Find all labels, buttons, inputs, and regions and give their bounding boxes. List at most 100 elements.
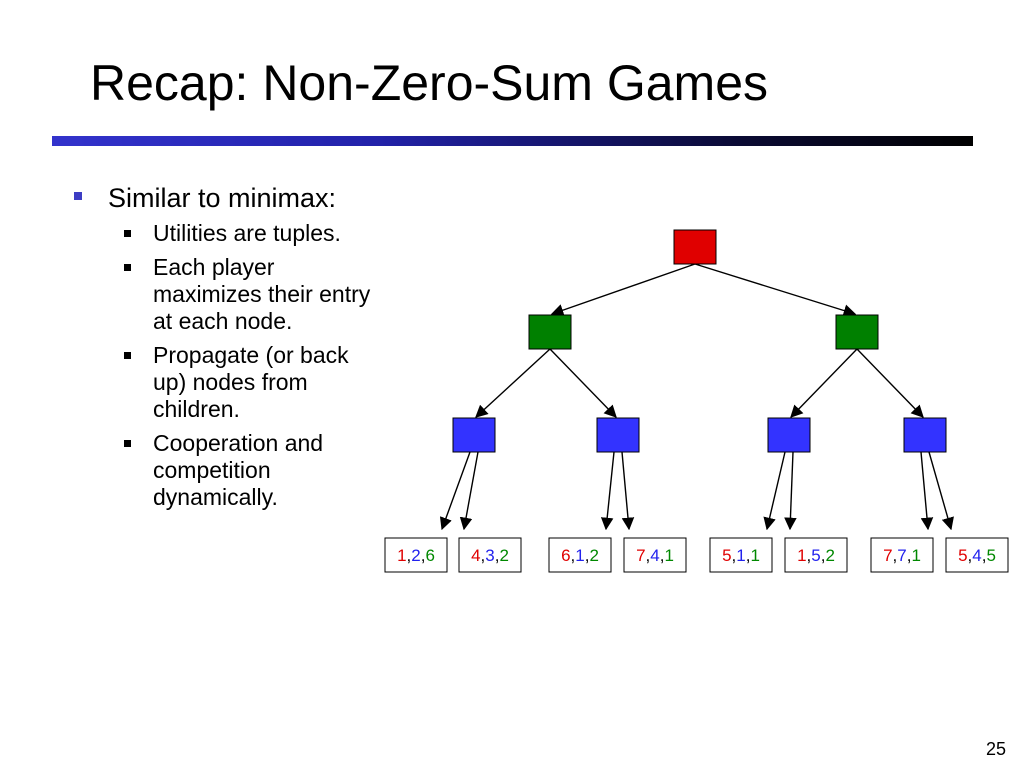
tuple-separator: , xyxy=(495,546,500,565)
tree-edge xyxy=(784,451,797,531)
tuple-separator: , xyxy=(646,546,651,565)
level1-node xyxy=(528,314,572,350)
leaf-node xyxy=(784,537,848,573)
player1-utility: 6 xyxy=(561,546,570,565)
tuple-separator: , xyxy=(481,546,486,565)
tree-edge xyxy=(790,348,858,418)
tree-edge xyxy=(550,263,696,317)
square-bullet-icon xyxy=(124,440,131,447)
square-bullet-icon xyxy=(74,192,82,200)
leaf-node xyxy=(458,537,522,573)
player2-utility: 4 xyxy=(650,546,659,565)
leaf-utility-tuple: 6,1,2 xyxy=(561,546,599,565)
sub-bullet-item: Cooperation and competition dynamically. xyxy=(124,430,382,511)
sub-bullet-item: Propagate (or back up) nodes from childr… xyxy=(124,342,382,423)
leaf-node xyxy=(548,537,612,573)
square-bullet-icon xyxy=(124,264,131,271)
sub-bullet-text: Utilities are tuples. xyxy=(153,220,341,246)
tuple-separator: , xyxy=(421,546,426,565)
slide-number: 25 xyxy=(985,739,1006,759)
leaf-utility-tuple: 1,2,6 xyxy=(397,546,435,565)
tree-edge xyxy=(856,348,924,418)
tuple-separator: , xyxy=(893,546,898,565)
root-node xyxy=(673,229,717,265)
tuple-separator: , xyxy=(746,546,751,565)
leaf-node xyxy=(945,537,1009,573)
sub-bullet-item: Each player maximizes their entry at eac… xyxy=(124,254,382,335)
player2-utility: 1 xyxy=(736,546,745,565)
tuple-separator: , xyxy=(821,546,826,565)
player1-utility: 4 xyxy=(471,546,480,565)
tree-edges xyxy=(439,263,954,531)
level2-node xyxy=(903,417,947,453)
leaf-node xyxy=(623,537,687,573)
player2-utility: 5 xyxy=(811,546,820,565)
level1-node xyxy=(835,314,879,350)
tree-edge xyxy=(439,451,471,531)
tuple-separator: , xyxy=(807,546,812,565)
player1-utility: 5 xyxy=(722,546,731,565)
bullet-list: Similar to minimax: Utilities are tuples… xyxy=(72,182,382,518)
tuple-separator: , xyxy=(982,546,987,565)
tuple-separator: , xyxy=(660,546,665,565)
leaf-node xyxy=(870,537,934,573)
player3-utility: 5 xyxy=(986,546,995,565)
player2-utility: 2 xyxy=(411,546,420,565)
player3-utility: 1 xyxy=(911,546,920,565)
tree-edge xyxy=(475,348,551,418)
tree-edge xyxy=(549,348,617,418)
player1-utility: 5 xyxy=(958,546,967,565)
tuple-separator: , xyxy=(571,546,576,565)
player3-utility: 6 xyxy=(425,546,434,565)
leaf-utility-tuple: 7,7,1 xyxy=(883,546,921,565)
bullet-text: Similar to minimax: xyxy=(108,183,337,213)
slide-title: Recap: Non-Zero-Sum Games xyxy=(90,55,769,111)
tuple-separator: , xyxy=(585,546,590,565)
player2-utility: 7 xyxy=(897,546,906,565)
square-bullet-icon xyxy=(124,230,131,237)
title-rule xyxy=(52,136,973,146)
player3-utility: 1 xyxy=(750,546,759,565)
tree-edge xyxy=(621,451,635,531)
leaf-node xyxy=(709,537,773,573)
sub-bullet-text: Propagate (or back up) nodes from childr… xyxy=(153,342,349,422)
sub-bullet-item: Utilities are tuples. xyxy=(124,220,382,247)
leaf-utility-tuple: 7,4,1 xyxy=(636,546,674,565)
player1-utility: 7 xyxy=(883,546,892,565)
level2-node xyxy=(767,417,811,453)
leaf-utility-tuple: 5,4,5 xyxy=(958,546,996,565)
tree-edge xyxy=(600,451,615,531)
player3-utility: 1 xyxy=(664,546,673,565)
player2-utility: 4 xyxy=(972,546,981,565)
sub-bullet-list: Utilities are tuples. Each player maximi… xyxy=(72,220,382,511)
player3-utility: 2 xyxy=(499,546,508,565)
tuple-separator: , xyxy=(968,546,973,565)
leaf-utility-tuple: 4,3,2 xyxy=(471,546,509,565)
level2-node xyxy=(452,417,496,453)
tree-edge xyxy=(928,451,954,531)
sub-bullet-text: Each player maximizes their entry at eac… xyxy=(153,254,371,334)
square-bullet-icon xyxy=(124,352,131,359)
player1-utility: 1 xyxy=(797,546,806,565)
player2-utility: 1 xyxy=(575,546,584,565)
tree-edge xyxy=(763,451,786,531)
leaf-node xyxy=(384,537,448,573)
leaf-utility-tuple: 5,1,1 xyxy=(722,546,760,565)
player2-utility: 3 xyxy=(485,546,494,565)
tuple-separator: , xyxy=(732,546,737,565)
bullet-item: Similar to minimax: xyxy=(72,182,382,214)
level2-node xyxy=(596,417,640,453)
tree-edge xyxy=(694,263,857,317)
player3-utility: 2 xyxy=(589,546,598,565)
tree-nodes xyxy=(452,229,947,453)
sub-bullet-text: Cooperation and competition dynamically. xyxy=(153,430,324,510)
tree-edge xyxy=(920,451,934,531)
player3-utility: 2 xyxy=(825,546,834,565)
player1-utility: 7 xyxy=(636,546,645,565)
tree-edge xyxy=(459,451,479,531)
tuple-separator: , xyxy=(407,546,412,565)
tuple-separator: , xyxy=(907,546,912,565)
player1-utility: 1 xyxy=(397,546,406,565)
